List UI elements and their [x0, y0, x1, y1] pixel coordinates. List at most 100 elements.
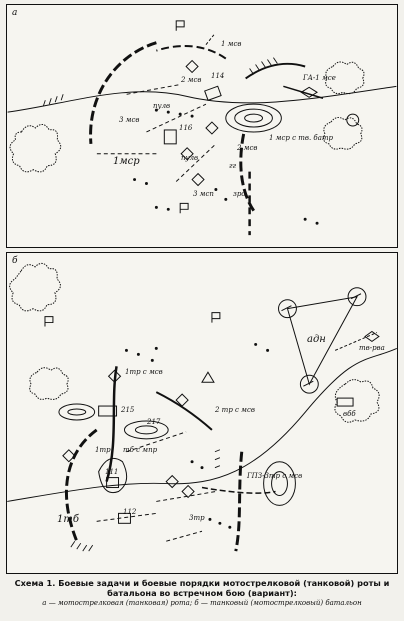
label-gpz: ГПЗ-3тр с мсв	[247, 472, 303, 480]
obstacle-ticks-a	[42, 57, 278, 107]
contour-b-3i	[271, 471, 288, 496]
arc-b-right	[234, 451, 244, 552]
obstacle-ticks-b	[70, 449, 221, 552]
figure-caption: Схема 1. Боевые задачи и боевые порядки …	[6, 578, 398, 608]
unit-b-rect-215	[98, 405, 118, 417]
caption-title: Схема 1. Боевые задачи и боевые порядки …	[14, 578, 390, 598]
label-tr-rv: тв-рва	[359, 344, 385, 352]
label-215: 215	[121, 406, 135, 414]
target-ring	[346, 113, 360, 127]
arrow-b4	[166, 530, 203, 542]
label-gg: гг	[229, 162, 237, 170]
unit-b-diamond-2	[175, 393, 189, 407]
battery-2	[347, 287, 367, 307]
wood-b-right	[334, 379, 380, 423]
label-114: 114	[211, 72, 225, 80]
road-a	[7, 85, 397, 113]
hill-contour-inner	[244, 113, 263, 123]
unit-b-diamond-6	[364, 330, 380, 343]
caption-legend: а — мотострелковая (танковая) рота; б — …	[42, 599, 362, 607]
label-zro: зро	[233, 190, 246, 198]
arc-b-top	[155, 391, 213, 431]
panel-b: б адн тв-рва 1тр с мсв 215 217 2 тр с мс…	[6, 252, 398, 574]
label-1tb: 1тб	[57, 514, 79, 525]
flag-top	[175, 20, 185, 31]
panel-a-map	[7, 20, 397, 236]
battery-1	[278, 299, 297, 319]
panel-a: а 1 мсв 2 мсв 114 ГА-1 мсе пулв 3 мсв 11…	[6, 4, 398, 248]
contour-b-4	[98, 457, 128, 493]
label-1mse: 1 мсв	[221, 40, 242, 48]
arrow-b2	[126, 431, 187, 453]
label-2mse-top: 2 мсв	[181, 76, 202, 84]
flag-bottom	[179, 202, 189, 214]
label-3tr: 3тр	[189, 514, 205, 522]
label-1tr-left: 1тр	[95, 446, 111, 454]
wood-left-a	[9, 124, 62, 173]
adn-triangle	[286, 296, 358, 386]
arc-b-left	[64, 428, 98, 542]
contour-b-2	[123, 420, 169, 440]
label-2tr: 2 тр с мсв	[215, 406, 255, 414]
unit-b-diamond-5	[181, 484, 195, 499]
unit-b-rect-veb	[336, 397, 354, 407]
label-tank-batr: 1 мср с тв. батр	[269, 134, 333, 142]
unit-diamond-5	[300, 86, 318, 98]
label-111: 111	[105, 468, 119, 476]
label-pule-1: пулв	[153, 102, 171, 110]
contour-b-1	[58, 403, 96, 421]
panel-a-letter: а	[12, 8, 18, 18]
unit-b-rect-111	[106, 477, 120, 489]
unit-114	[204, 85, 222, 101]
label-adn: адн	[307, 334, 326, 345]
label-1msr: 1мср	[113, 156, 140, 167]
label-116: 116	[179, 124, 193, 132]
arc-top-front	[245, 62, 306, 80]
panel-b-map	[7, 262, 397, 552]
contour-b-2i	[134, 425, 158, 435]
arc-b-gpz	[201, 486, 276, 494]
label-ga1: ГА-1 мсе	[303, 74, 336, 82]
road-b	[7, 347, 397, 502]
unit-diamond-3	[180, 147, 194, 161]
label-pule-2: пулв	[181, 154, 199, 162]
hill-contour-outer	[225, 103, 282, 133]
label-1tr: 1тр с мсв	[125, 368, 163, 376]
pits-a	[133, 108, 319, 225]
unit-b-diamond-1	[107, 369, 122, 383]
arc-center	[156, 45, 227, 60]
label-112: 112	[123, 508, 137, 516]
arrow-a3	[175, 143, 217, 182]
label-3msp: 3 мсп	[193, 190, 214, 198]
pits-b	[124, 342, 270, 529]
label-tb-mpr: тб с мпр	[123, 446, 158, 454]
arrow-b5	[334, 332, 378, 351]
label-217: 217	[147, 418, 161, 426]
panel-b-letter: б	[12, 256, 18, 266]
wood-right-a	[325, 61, 365, 95]
arc-b-center	[105, 366, 118, 482]
label-2mse-low: 2 мсв	[237, 144, 258, 152]
arrow-a5	[205, 34, 215, 45]
unit-b-diamond-4	[165, 474, 179, 489]
label-veb: вбб	[343, 410, 356, 418]
unit-b-triangle	[201, 371, 215, 383]
arrow-a1	[126, 83, 182, 95]
unit-diamond-4	[191, 172, 205, 187]
arc-right-front	[239, 133, 257, 215]
wood-b-mid	[29, 367, 69, 400]
arrow-b3	[96, 512, 157, 522]
contour-b-1i	[67, 408, 87, 416]
unit-b-rect-112	[118, 512, 131, 524]
unit-diamond-2	[205, 121, 219, 135]
hill-contour-mid	[234, 108, 273, 128]
battery-3	[299, 374, 319, 394]
arrow-b1	[156, 491, 216, 502]
flag-b-2	[211, 312, 221, 323]
unit-b-diamond-3	[62, 449, 76, 463]
unit-diamond-1	[185, 59, 199, 74]
arc-1msr	[89, 41, 157, 144]
wood-right-b	[323, 117, 363, 150]
label-3mse-left: 3 мсв	[119, 116, 140, 124]
